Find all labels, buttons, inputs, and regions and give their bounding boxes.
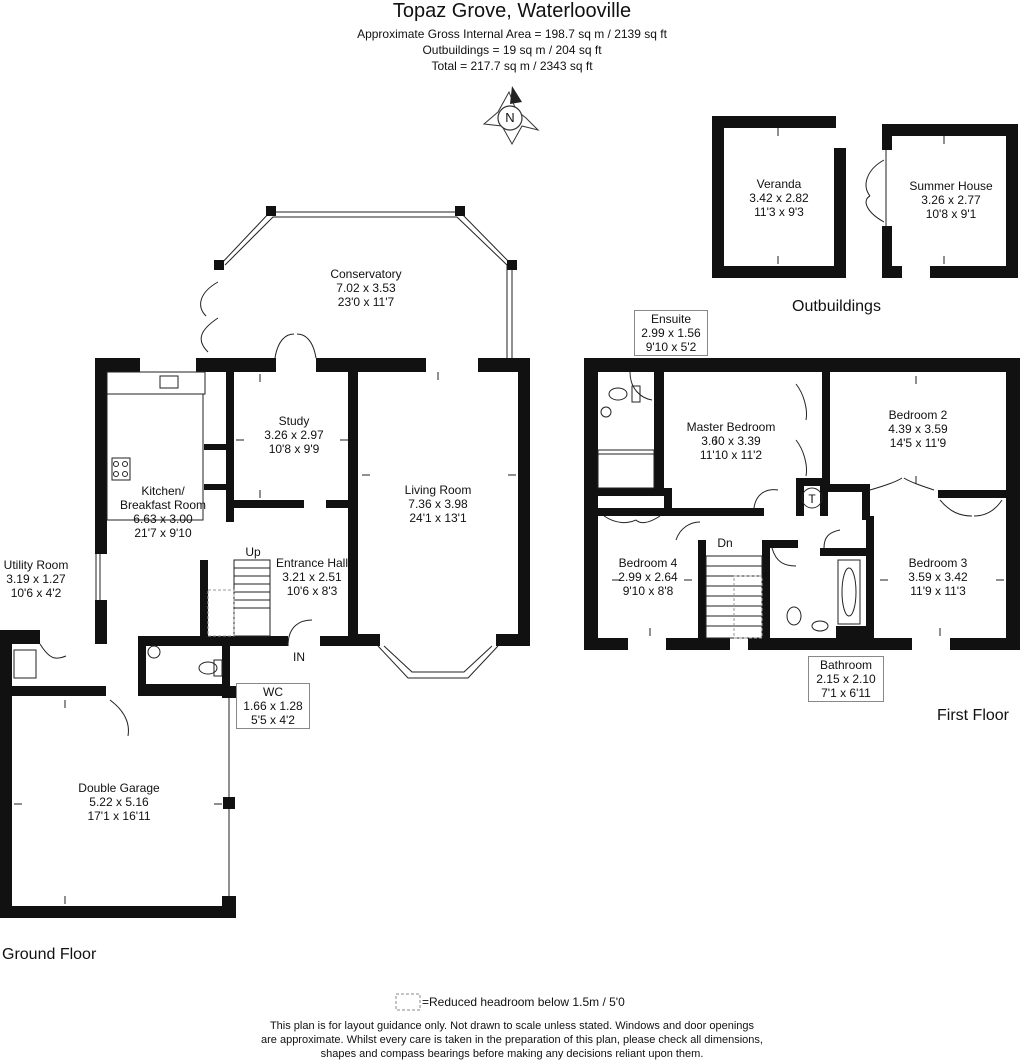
compass-icon	[482, 86, 540, 146]
first-floor-walls	[584, 358, 1020, 650]
disclaimer-line-1: This plan is for layout guidance only. N…	[269, 1020, 755, 1032]
wc-fittings	[147, 645, 223, 677]
stairs-down-label: Dn	[717, 536, 733, 550]
ground-floor-walls	[95, 358, 530, 692]
first-floor-fittings	[597, 371, 1003, 639]
page-title: Topaz Grove, Waterlooville	[392, 0, 632, 22]
disclaimer-line-2: are approximate. Whilst every care is ta…	[261, 1034, 763, 1046]
veranda-walls	[712, 116, 846, 278]
outbuildings-area: Outbuildings = 19 sq m / 204 sq ft	[422, 43, 602, 57]
garage-walls	[0, 686, 236, 918]
total-area: Total = 217.7 sq m / 2343 sq ft	[431, 59, 593, 73]
legend-text: =Reduced headroom below 1.5m / 5'0	[422, 995, 625, 1009]
tank-label: T	[808, 492, 816, 506]
entrance-in-label: IN	[293, 650, 305, 664]
conservatory-outline	[200, 206, 517, 359]
stairs-up-label: Up	[245, 545, 261, 559]
legend-swatch	[395, 993, 421, 1011]
stairs-ground	[207, 559, 271, 637]
dimension-ticks	[14, 128, 1004, 904]
gross-area: Approximate Gross Internal Area = 198.7 …	[357, 27, 667, 41]
ground-floor-heading: Ground Floor	[2, 946, 97, 963]
first-floor-heading: First Floor	[937, 707, 1009, 724]
disclaimer-line-3: shapes and compass bearings before makin…	[320, 1048, 704, 1060]
summer-house-walls	[865, 124, 1018, 278]
compass-label: N	[505, 110, 515, 125]
outbuildings-heading: Outbuildings	[792, 298, 881, 315]
kitchen-fittings	[106, 371, 226, 521]
front-door-swing	[287, 619, 313, 647]
utility-room-walls	[0, 554, 101, 686]
